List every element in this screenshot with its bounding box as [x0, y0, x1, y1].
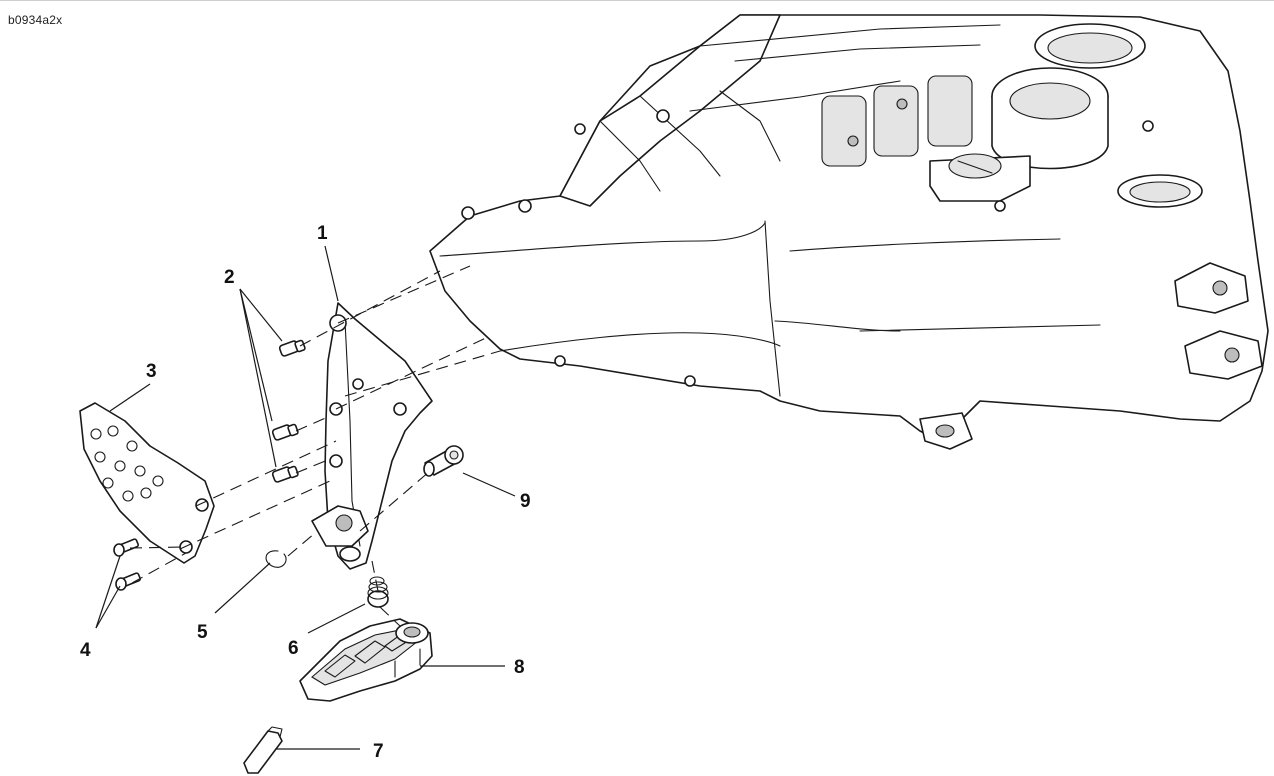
callout-6: 6 — [288, 638, 299, 659]
callout-numbers: 1 2 3 4 5 6 7 8 9 — [80, 223, 531, 762]
spring — [367, 576, 389, 608]
callout-7: 7 — [373, 741, 384, 762]
pivot-pin — [423, 445, 464, 477]
drawing-code: b0934a2x — [8, 13, 63, 27]
bracket-screws — [271, 339, 306, 483]
leader-lines — [95, 245, 516, 750]
frame-assembly — [429, 14, 1269, 450]
callout-1: 1 — [317, 223, 328, 244]
footpeg-pin — [243, 726, 283, 774]
callout-5: 5 — [197, 622, 208, 643]
assembly-lines — [129, 265, 501, 627]
callout-3: 3 — [146, 361, 157, 382]
circlip — [265, 550, 287, 568]
callout-2: 2 — [224, 267, 235, 288]
callout-9: 9 — [520, 491, 531, 512]
footpeg — [299, 618, 433, 702]
callout-4: 4 — [80, 640, 91, 661]
heel-guard-plate — [79, 402, 215, 564]
footpeg-bracket — [311, 302, 433, 570]
heel-guard-screws — [113, 538, 141, 591]
callout-8: 8 — [514, 657, 525, 678]
